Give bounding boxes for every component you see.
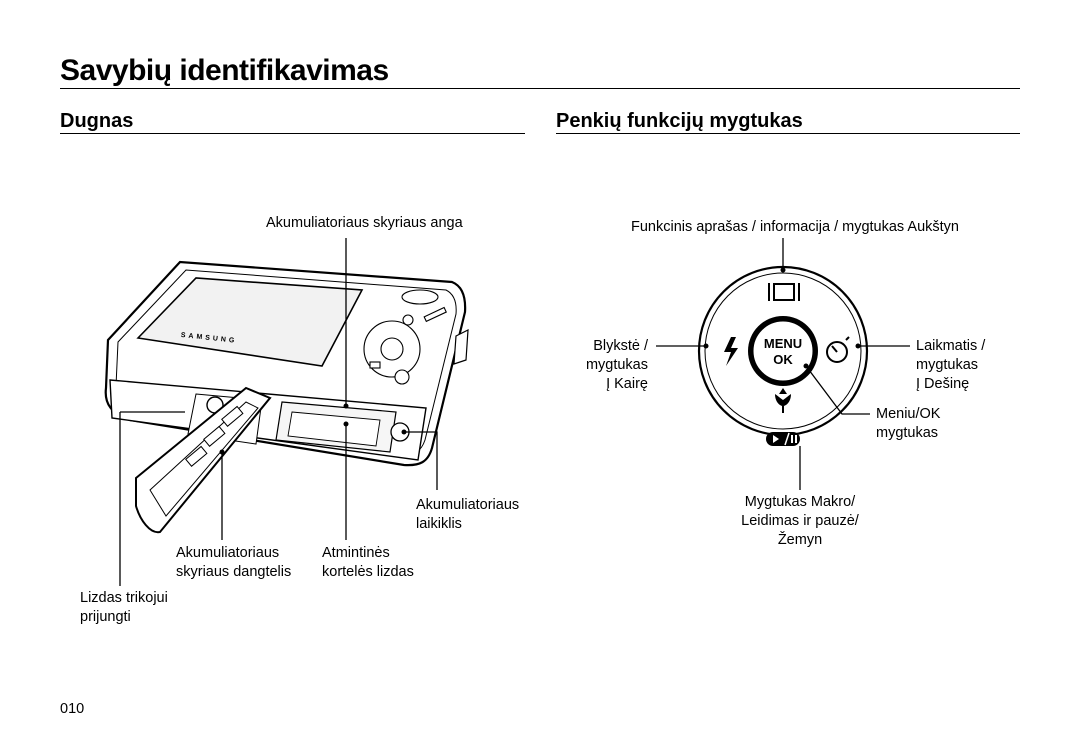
battery-cover-label-line2: skyriaus dangtelis [176,564,292,580]
zoom-lever [401,289,439,305]
battery-cover-label-line1: Akumuliatoriaus [176,545,280,561]
memory-slot-label-line2: kortelės lizdas [322,564,414,580]
self-timer-icon [826,336,850,363]
play-pause-icon [766,432,800,446]
page-title: Savybių identifikavimas [60,54,389,87]
battery-cover-ribs [185,405,244,467]
tripod-label-line1: Lizdas trikojui [80,590,168,606]
menu-ok-label-line2: mygtukas [876,425,939,441]
bottom-leader-dots [219,403,407,455]
back-dial-center [380,337,404,361]
up-button-label: Funkcinis aprašas / informacija / mygtuk… [631,219,959,235]
five-function-leader-dots [703,267,861,369]
left-button-label-line2: mygtukas [585,357,648,373]
left-button-label-line1: Blykstė / [593,338,648,354]
title-rule [60,88,1020,89]
battery-holder-label-line1: Akumuliatoriaus [416,497,520,513]
right-button-label-line3: Į Dešinę [916,376,970,392]
right-button-label-line2: mygtukas [916,357,979,373]
down-button-label-line2: Leidimas ir pauzė/ [741,513,859,529]
battery-cover [135,386,272,534]
strap-lug [453,328,469,365]
bottom-leader-lines [119,238,438,586]
ok-text: OK [773,352,793,367]
down-button-label-line3: Žemyn [777,532,823,548]
macro-icon [775,388,791,413]
bottom-heading: Dugnas [60,110,134,132]
page-number: 010 [60,701,85,717]
back-button [402,314,414,326]
battery-holder-label-line2: laikiklis [416,516,462,532]
memory-slot-label-line1: Atmintinės [322,545,390,561]
flash-icon [724,337,738,366]
speaker-grille [423,306,447,323]
menu-ok-face [752,320,814,382]
back-controls [363,289,447,385]
five-function-heading-rule [556,133,1020,134]
display-icon [768,283,800,301]
battery-opening-label: Akumuliatoriaus skyriaus anga [266,215,463,231]
five-function-leader-lines [656,238,910,490]
back-button [369,361,381,369]
bottom-heading-rule [60,133,525,134]
tripod-label-line2: prijungti [80,609,131,625]
back-button [394,369,410,385]
down-button-label-line1: Mygtukas Makro/ [744,494,856,510]
lcd-screen [136,277,364,367]
menu-text: MENU [764,336,802,351]
five-function-button: MENU OK [697,265,869,446]
right-button-label-line1: Laikmatis / [916,338,986,354]
left-button-label-line3: Į Kairę [606,376,648,392]
five-function-heading: Penkių funkcijų mygtukas [556,110,803,132]
dial-inner-ring [704,272,862,430]
menu-ok-label-line1: Meniu/OK [876,406,941,422]
memory-slot [287,411,381,447]
